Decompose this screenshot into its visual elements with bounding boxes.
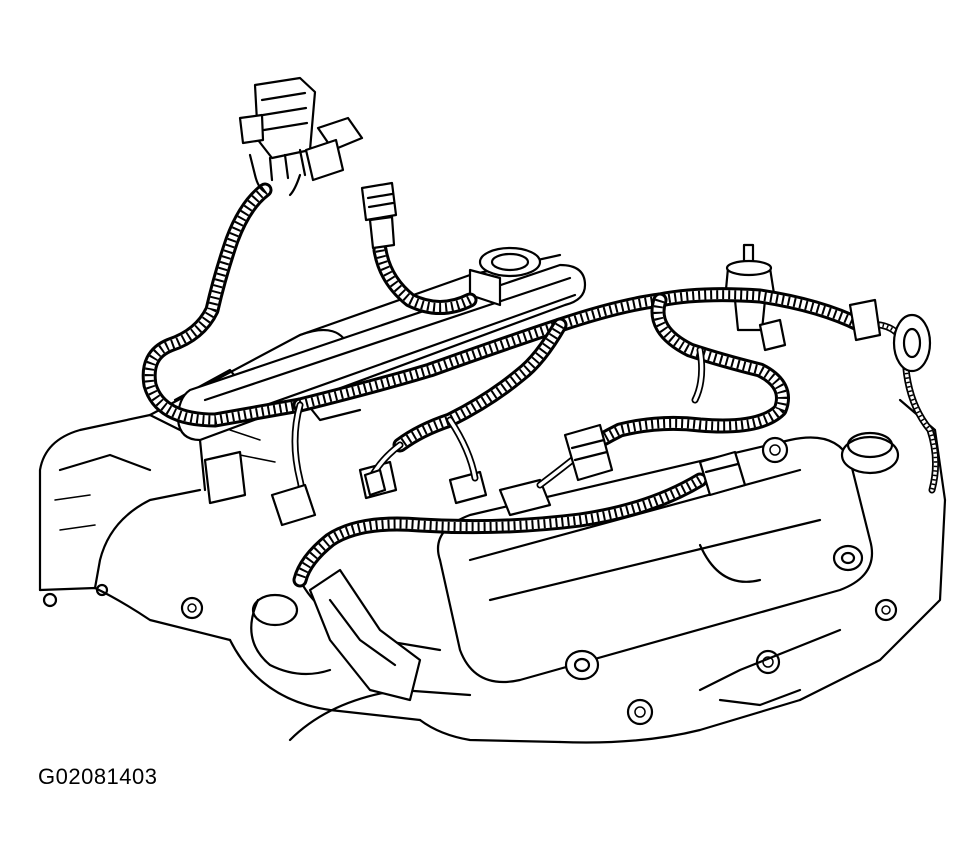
lower-harness-loom bbox=[292, 472, 708, 588]
intake-bracket bbox=[250, 568, 422, 702]
figure-code-label: G02081403 bbox=[38, 764, 158, 789]
fuel-injectors bbox=[203, 450, 552, 517]
right-side-bracket bbox=[892, 313, 932, 373]
top-connectors bbox=[238, 76, 398, 250]
manifold-connectors bbox=[270, 298, 882, 527]
lower-bolts bbox=[180, 596, 898, 726]
main-harness-loom bbox=[141, 182, 868, 458]
right-harness-loom bbox=[856, 320, 939, 494]
right-valve-cover bbox=[436, 431, 900, 684]
